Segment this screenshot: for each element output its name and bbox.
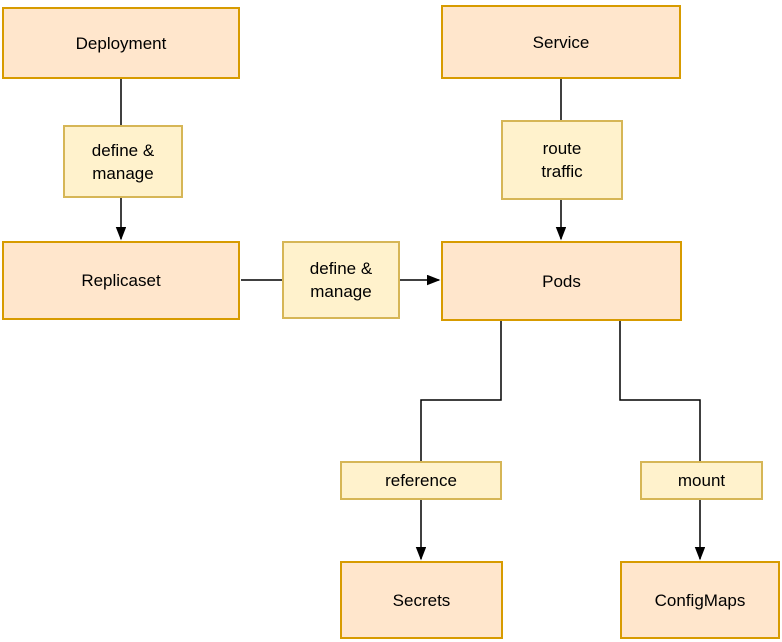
edge-label-reference-text: reference — [385, 471, 457, 490]
edge-label-route-traffic: route traffic — [501, 120, 623, 200]
node-service: Service — [441, 5, 681, 79]
node-deployment: Deployment — [2, 7, 240, 79]
edge-label-reference: reference — [340, 461, 502, 500]
node-pods: Pods — [441, 241, 682, 321]
node-pods-label: Pods — [542, 271, 581, 291]
edge-pods-configmaps — [619, 321, 700, 559]
node-configmaps-label: ConfigMaps — [654, 590, 746, 610]
node-secrets-label: Secrets — [392, 590, 451, 610]
node-replicaset-label: Replicaset — [81, 271, 161, 290]
edge-label-define-manage-1: define & manage — [63, 125, 183, 198]
node-replicaset: Replicaset — [2, 241, 240, 320]
node-secrets: Secrets — [340, 561, 503, 639]
edge-label-route-traffic-text: route traffic — [541, 139, 583, 181]
node-service-label: Service — [532, 32, 590, 52]
edge-label-define-manage-2-text: define & manage — [309, 259, 373, 301]
edge-label-define-manage-1-text: define & manage — [91, 140, 155, 183]
edge-label-mount-text: mount — [677, 471, 726, 490]
edge-label-define-manage-2: define & manage — [282, 241, 400, 319]
edge-label-mount: mount — [640, 461, 763, 500]
node-deployment-label: Deployment — [75, 33, 167, 53]
node-configmaps: ConfigMaps — [620, 561, 780, 639]
edge-pods-secrets — [421, 321, 502, 559]
